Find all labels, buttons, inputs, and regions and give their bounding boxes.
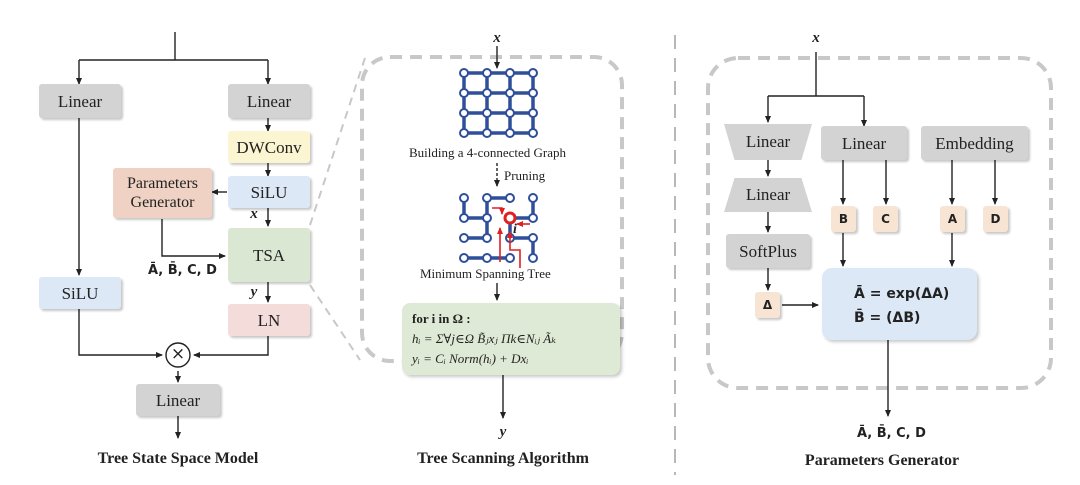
pg-input-x: x	[812, 30, 820, 46]
tree-node	[459, 193, 469, 203]
tile-delta: Δ	[755, 292, 780, 318]
tree-node	[528, 193, 538, 203]
graph-node	[459, 68, 469, 78]
pruning-label: Pruning	[504, 168, 546, 183]
silu-right-block: SiLU	[228, 176, 310, 208]
linear-mid-block: Linear	[821, 126, 907, 160]
tree-node	[482, 193, 492, 203]
tree-node	[505, 253, 515, 263]
softplus-block: SoftPlus	[726, 234, 810, 268]
four-connected-graph	[459, 68, 538, 138]
graph-node	[505, 88, 515, 98]
graph-node	[505, 68, 515, 78]
linear-output-block: Linear	[136, 384, 220, 416]
scan-formula-box: for i in Ω : hᵢ = Σ∀j∈Ω B̃ⱼxⱼ Πk∈Nᵢⱼ Ãₖ …	[402, 303, 620, 375]
tree-node	[459, 233, 469, 243]
tree-node	[482, 233, 492, 243]
ln-block: LN	[228, 304, 310, 336]
tree-node	[459, 213, 469, 223]
scan-output-y: y	[499, 424, 507, 440]
tree-scanning-title: Tree Scanning Algorithm	[417, 450, 589, 467]
graph-node	[505, 128, 515, 138]
tree-ssm-connectors	[76, 32, 271, 439]
tree-node	[505, 193, 515, 203]
graph-node	[482, 68, 492, 78]
mst-label: Minimum Spanning Tree	[420, 266, 551, 281]
highlighted-node-i	[503, 211, 517, 225]
minimum-spanning-tree-graph	[459, 193, 538, 268]
tree-node	[459, 253, 469, 263]
linear-right-block: Linear	[228, 84, 310, 118]
formula-line-3: yᵢ = Cᵢ Norm(hᵢ) + Dxᵢ	[412, 351, 529, 366]
tree-ssm-title: Tree State Space Model	[97, 450, 259, 467]
graph-node	[482, 128, 492, 138]
tile-b: B	[831, 206, 856, 232]
graph-node	[459, 88, 469, 98]
multiply-node	[165, 342, 191, 368]
graph-node	[482, 88, 492, 98]
scan-input-x: x	[493, 30, 501, 46]
dwconv-block: DWConv	[228, 131, 310, 163]
tree-node	[482, 213, 492, 223]
formula-line-1: for i in Ω :	[412, 311, 471, 326]
tree-node	[482, 253, 492, 263]
equation-a-bar: Ā = exp(ΔA)	[854, 286, 950, 302]
tile-d: D	[983, 206, 1008, 232]
var-x-tsa-input: x	[250, 206, 258, 222]
tile-c: C	[873, 206, 898, 232]
graph-node	[528, 108, 538, 118]
params-label: Ā, B̄, C, D	[148, 263, 217, 278]
graph-node	[528, 68, 538, 78]
graph-node	[505, 108, 515, 118]
node-i-label: i	[513, 222, 517, 237]
linear-trapezoid-1: Linear	[724, 124, 812, 160]
params-generator-title: Parameters Generator	[804, 452, 960, 469]
embedding-block: Embedding	[921, 126, 1028, 160]
formula-line-2: hᵢ = Σ∀j∈Ω B̃ⱼxⱼ Πk∈Nᵢⱼ Ãₖ	[412, 331, 556, 346]
tsa-block: TSA	[228, 228, 310, 282]
var-y-tsa-output: y	[250, 284, 258, 300]
tile-a: A	[940, 206, 965, 232]
multiply-icon: ×	[170, 344, 186, 364]
silu-left-block: SiLU	[39, 277, 121, 309]
graph-node	[459, 128, 469, 138]
pg-output-label: Ā, B̄, C, D	[857, 426, 926, 441]
tree-scanning-connectors	[494, 46, 506, 419]
tree-node	[528, 213, 538, 223]
graph-node	[528, 128, 538, 138]
equation-b-bar: B̄ = (ΔB)	[854, 310, 921, 326]
linear-trapezoid-2: Linear	[724, 178, 812, 212]
graph-label: Building a 4-connected Graph	[409, 145, 567, 160]
propagation-path	[492, 207, 505, 215]
graph-node	[482, 108, 492, 118]
tree-node	[528, 253, 538, 263]
linear-left-block: Linear	[39, 84, 121, 118]
propagation-path	[507, 231, 521, 268]
zoom-connector-lines	[309, 57, 366, 361]
params-generator-connectors	[765, 52, 998, 417]
graph-node	[459, 108, 469, 118]
discretization-box: Ā = exp(ΔA) B̄ = (ΔB)	[822, 268, 977, 340]
params-generator-block: Parameters Generator	[113, 168, 212, 218]
tree-node	[528, 233, 538, 243]
graph-node	[528, 88, 538, 98]
params-generator-frame	[706, 56, 1053, 390]
